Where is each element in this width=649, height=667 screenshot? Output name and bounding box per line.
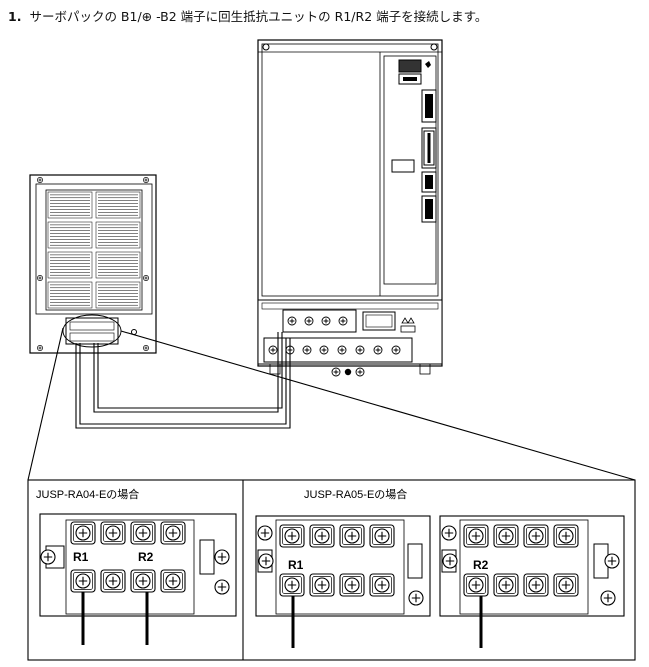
vent-panel <box>47 251 93 279</box>
wiring-cables <box>27 327 636 481</box>
caption-ra05: JUSP-RA05-Eの場合 <box>304 487 407 501</box>
caption-ra04: JUSP-RA04-Eの場合 <box>36 487 139 501</box>
vent-panel <box>95 221 141 249</box>
terminal-block-ra05-r1 <box>255 515 431 648</box>
servopack <box>257 39 443 377</box>
vent-panel <box>47 281 93 309</box>
step-number: 1. <box>8 9 22 24</box>
terminal-r1-label: R1 <box>73 550 89 564</box>
vent-panel <box>47 221 93 249</box>
terminal-r2-label: R2 <box>138 550 154 564</box>
vent-panel <box>95 191 141 219</box>
instruction-text: 1. サーボパックの B1/⊕ -B2 端子に回生抵抗ユニットの R1/R2 端子… <box>8 6 487 25</box>
terminal-block-ra04 <box>39 513 237 645</box>
terminal-r1-label-ra05: R1 <box>288 558 304 572</box>
step-text: サーボパックの B1/⊕ -B2 端子に回生抵抗ユニットの R1/R2 端子を接… <box>29 9 488 24</box>
terminal-r2-label-ra05: R2 <box>473 558 489 572</box>
vent-panel <box>95 281 141 309</box>
terminal-block-ra05-r2 <box>439 515 625 648</box>
vent-panel <box>95 251 141 279</box>
vent-panel <box>47 191 93 219</box>
regenerative-resistor-unit <box>29 174 157 354</box>
